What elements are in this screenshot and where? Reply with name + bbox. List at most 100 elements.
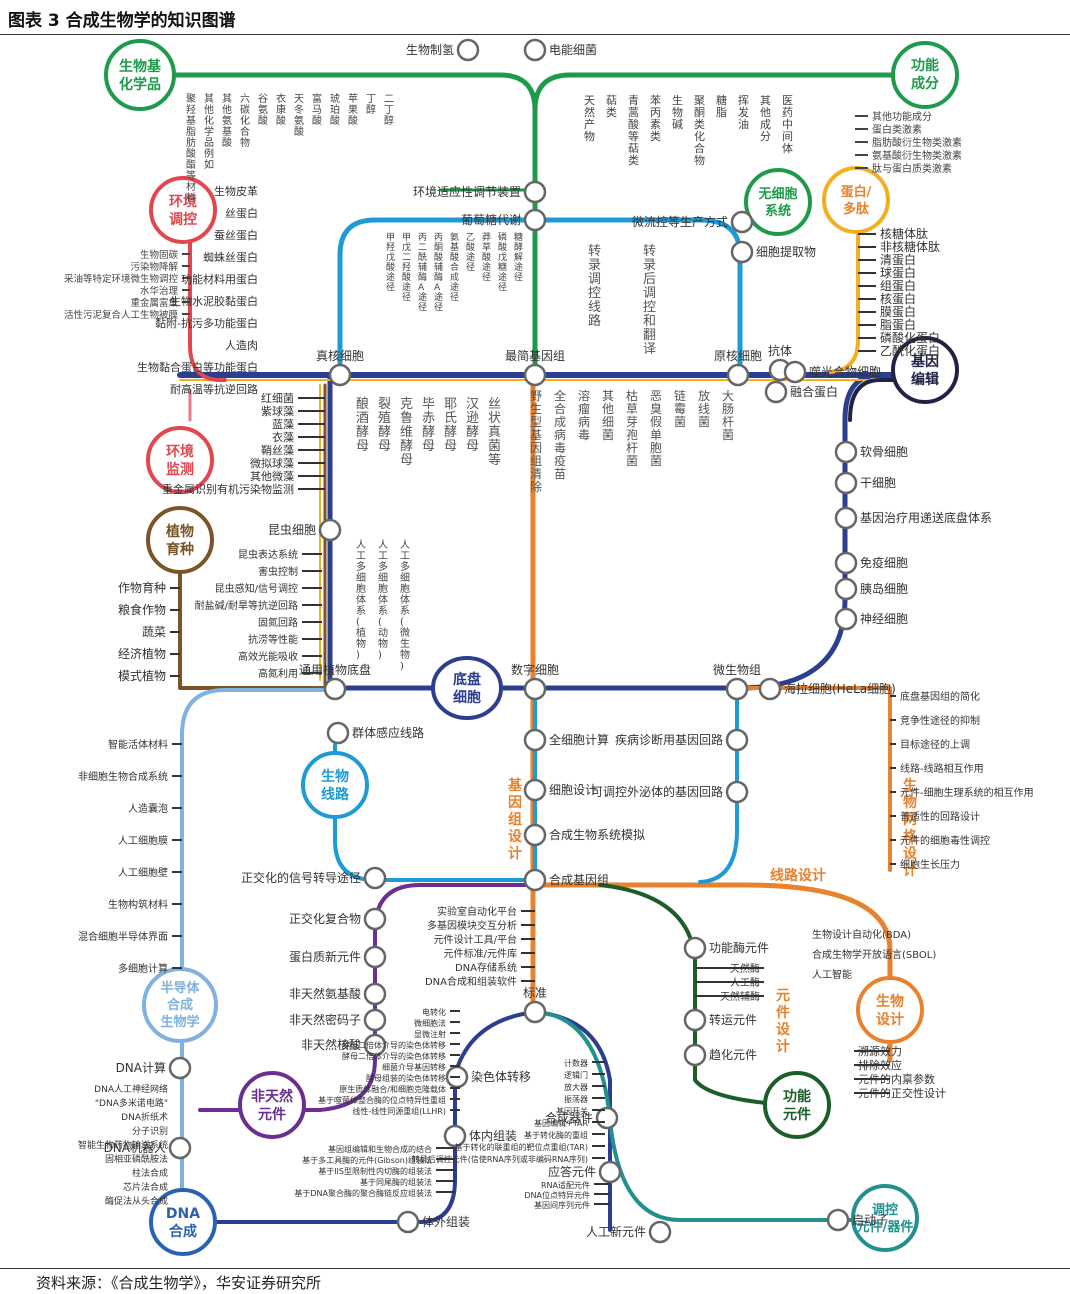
station-transport-part[interactable] xyxy=(683,1008,707,1032)
insect-list-item: 高效光能吸收 xyxy=(238,650,298,663)
station-whole-cell-calc[interactable] xyxy=(523,728,547,752)
station-prokaryote[interactable] xyxy=(726,363,750,387)
multicell-column: 人工多细胞体系(动物) xyxy=(378,539,388,661)
station-electro-microbe[interactable] xyxy=(523,38,547,62)
station-label-synbio-sim: 合成生物系统模拟 xyxy=(549,827,645,842)
dna-list-item: 智能生物药物输送系统 xyxy=(78,1139,168,1151)
top-left-column: 苹果酸 xyxy=(348,92,358,127)
station-digital-cell[interactable] xyxy=(523,677,547,701)
station-dna-calc[interactable] xyxy=(168,1056,192,1080)
station-label-fusion-protein: 融合蛋白 xyxy=(790,384,838,399)
hub-regulatory-parts[interactable]: 调控 元件/器件 xyxy=(851,1184,919,1252)
station-cartilage[interactable] xyxy=(834,440,858,464)
hub-dna-synthesis[interactable]: DNA 合成 xyxy=(149,1188,217,1256)
hub-env-control[interactable]: 环境 调控 xyxy=(149,176,217,244)
device-list-item: 基因开关 xyxy=(556,1106,588,1116)
device-list-item: 基于转化的联重组的靶位点重组(TAR) xyxy=(454,1142,588,1152)
env-control-list-item: 水华治理 xyxy=(140,285,179,297)
station-quorum[interactable] xyxy=(326,721,350,745)
station-label-promoter: 启动子 xyxy=(852,1213,888,1227)
station-responsive-part[interactable] xyxy=(598,1160,622,1184)
station-protein-new-parts[interactable] xyxy=(363,945,387,969)
station-cell-extract[interactable] xyxy=(730,240,754,264)
station-pancreatic[interactable] xyxy=(834,577,858,601)
prok-chassis-column: 全合成病毒疫苗 xyxy=(554,388,566,481)
env-monitor-list-item: 蓝藻 xyxy=(272,418,294,431)
hub-chassis[interactable]: 底盘 细胞 xyxy=(431,656,503,720)
hub-unnatural-parts[interactable]: 非天然 元件 xyxy=(238,1071,306,1139)
hub-bio-design[interactable]: 生物 设计 xyxy=(856,976,924,1044)
dna-disease-item: 基于合成DNA的病毒 xyxy=(600,589,602,591)
glucose-path-column: 乙酸途径 xyxy=(466,232,475,273)
station-label-cell-extract: 细胞提取物 xyxy=(756,244,816,259)
station-microbiome[interactable] xyxy=(725,677,749,701)
station-promoter[interactable] xyxy=(826,1208,850,1232)
station-biomanufacturing[interactable] xyxy=(456,38,480,62)
station-synthetic-genome[interactable] xyxy=(523,868,547,892)
station-label-stem-cell: 干细胞 xyxy=(860,476,896,490)
station-disease-diag[interactable] xyxy=(725,728,749,752)
station-dna-machine[interactable] xyxy=(168,1136,192,1160)
station-label-insect-cell: 昆虫细胞 xyxy=(268,523,316,537)
assembly-list-item: 基因组编辑和生物合成的结合 xyxy=(328,1144,432,1154)
station-functional-enzyme[interactable] xyxy=(683,936,707,960)
station-unnatural-nt[interactable] xyxy=(363,1033,387,1057)
station-microfluidic[interactable] xyxy=(730,210,754,234)
hub-protein-peptide[interactable]: 蛋白/ 多肽 xyxy=(822,166,890,234)
hub-function-ingredients[interactable]: 功能 成分 xyxy=(891,41,959,109)
station-glucose-metabolism[interactable] xyxy=(523,208,547,232)
station-env-adapt[interactable] xyxy=(523,180,547,204)
station-in-vitro-assembly[interactable] xyxy=(396,1210,420,1234)
hub-bio-circuit[interactable]: 生物 线路 xyxy=(301,751,369,819)
hub-plant-breeding[interactable]: 植物 育种 xyxy=(146,506,214,574)
station-orthogonal-signal[interactable] xyxy=(363,866,387,890)
top-right-item: 生物碱 xyxy=(582,104,583,106)
station-insect-cell[interactable] xyxy=(318,518,342,542)
network-list-item: 元件-细胞生理系统的相互作用 xyxy=(900,786,1034,799)
env-monitor-list-item: 红细菌 xyxy=(261,392,294,405)
station-standard[interactable] xyxy=(523,1000,547,1024)
station-label-secretion: 可调控外泌体的基因回路 xyxy=(591,784,723,799)
station-plant-chassis[interactable] xyxy=(323,677,347,701)
genome-design-label: 基因组设计 xyxy=(508,777,523,862)
station-unnatural-aa[interactable] xyxy=(363,982,387,1006)
station-stem-cell[interactable] xyxy=(834,471,858,495)
hub-cell-free[interactable]: 无细胞 系统 xyxy=(744,168,812,236)
station-secretion[interactable] xyxy=(725,780,749,804)
station-unnatural-codon[interactable] xyxy=(363,1008,387,1032)
svg-text:元件: 元件 xyxy=(783,1106,811,1123)
station-label-disease-diag: 疾病诊断用基因回路 xyxy=(615,732,723,747)
station-cell-design[interactable] xyxy=(523,778,547,802)
silk-item: 生物水泥胶黏蛋白 xyxy=(170,294,258,308)
station-fusion-protein[interactable] xyxy=(764,380,788,404)
svg-text:生物: 生物 xyxy=(321,768,349,785)
station-chemotaxis-part[interactable] xyxy=(683,1043,707,1067)
parts-types-item: 耐酸耐碱耐盐元件 xyxy=(553,909,555,911)
top-left-column: 天冬氨酸 xyxy=(294,94,304,138)
hub-semiconductor[interactable]: 半导体 合成 生物学 xyxy=(142,967,218,1043)
svg-text:化学品: 化学品 xyxy=(119,76,161,93)
hub-env-monitor[interactable]: 环境 监测 xyxy=(146,426,214,494)
dna-disease-item: 治疗用途基因 xyxy=(600,589,601,591)
yeast-column: 酿酒酵母 xyxy=(356,396,369,454)
station-gene-therapy[interactable] xyxy=(834,506,858,530)
station-label-unnatural-aa: 非天然氨基酸 xyxy=(289,986,361,1001)
station-phage-cell[interactable] xyxy=(783,360,807,384)
hub-gene-editing[interactable]: 基因 编辑 xyxy=(891,336,959,404)
station-eukaryote[interactable] xyxy=(328,363,352,387)
station-artificial-new-part[interactable] xyxy=(648,1220,672,1244)
station-immune-cell[interactable] xyxy=(834,551,858,575)
svg-text:调控: 调控 xyxy=(169,211,197,228)
station-minimal-genome[interactable] xyxy=(523,363,547,387)
station-hela[interactable] xyxy=(758,677,782,701)
station-in-vivo-assembly[interactable] xyxy=(443,1124,467,1148)
hub-bio-chemicals[interactable]: 生物基 化学品 xyxy=(104,39,176,111)
glucose-path-column: 莽草酸途径 xyxy=(482,231,491,283)
hub-functional-parts[interactable]: 功能 元件 xyxy=(763,1071,831,1139)
station-orthogonal-complex[interactable] xyxy=(363,907,387,931)
unnatural-list-item: 线性-线性同源重组(LLHR) xyxy=(352,1106,446,1116)
function-list-item: 蛋白类激素 xyxy=(872,123,922,136)
station-neural[interactable] xyxy=(834,607,858,631)
station-synbio-sim[interactable] xyxy=(523,823,547,847)
